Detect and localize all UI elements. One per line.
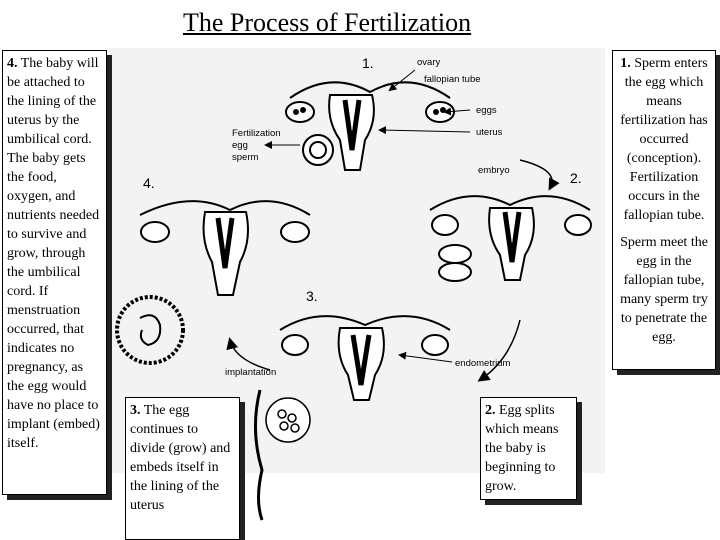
fetus-illustration — [115, 295, 185, 365]
step-1-extra-text: Sperm meet the egg in the fallopian tube… — [620, 235, 708, 345]
step-1-lead: 1. — [620, 56, 631, 71]
label-fallopian-tube: fallopian tube — [424, 74, 481, 85]
step-4-description: 4. The baby will be attached to the lini… — [2, 50, 107, 495]
step-3-description: 3. The egg continues to divide (grow) an… — [125, 397, 240, 540]
step-1-description: 1. Sperm enters the egg which means fert… — [612, 50, 716, 370]
step-1-text: Sperm enters the egg which means fertili… — [620, 56, 708, 223]
uterus-left-illustration — [139, 200, 311, 296]
label-sperm: sperm — [232, 152, 258, 163]
uterus-top-illustration — [285, 81, 455, 171]
page-title: The Process of Fertilization — [183, 8, 472, 37]
label-egg: egg — [232, 140, 248, 151]
step-2-text: Egg splits which means the baby is begin… — [485, 403, 559, 494]
label-uterus: uterus — [476, 127, 503, 138]
arrow-2-to-3 — [477, 319, 521, 382]
step-number-1: 1. — [362, 55, 374, 71]
label-implantation: implantation — [225, 367, 276, 378]
label-eggs: eggs — [476, 105, 497, 116]
step-3-lead: 3. — [130, 403, 141, 418]
step-number-2: 2. — [570, 170, 582, 186]
label-embryo: embryo — [478, 165, 510, 176]
step-2-lead: 2. — [485, 403, 496, 418]
uterus-right-illustration — [429, 195, 592, 282]
arrow-3-to-4 — [226, 337, 271, 371]
label-fertilization: Fertilization — [232, 128, 281, 139]
uterus-bottom-illustration — [279, 315, 451, 401]
implantation-illustration — [254, 389, 311, 521]
step-4-text: The baby will be attached to the lining … — [7, 56, 100, 451]
label-endometrium: endometrium — [455, 358, 511, 369]
step-2-description: 2. Egg splits which means the baby is be… — [480, 397, 577, 500]
step-number-4: 4. — [143, 175, 155, 191]
label-ovary: ovary — [417, 57, 440, 68]
arrow-1-to-2 — [519, 159, 560, 191]
step-number-3: 3. — [306, 288, 318, 304]
step-4-lead: 4. — [7, 56, 18, 71]
step-3-text: The egg continues to divide (grow) and e… — [130, 403, 231, 513]
